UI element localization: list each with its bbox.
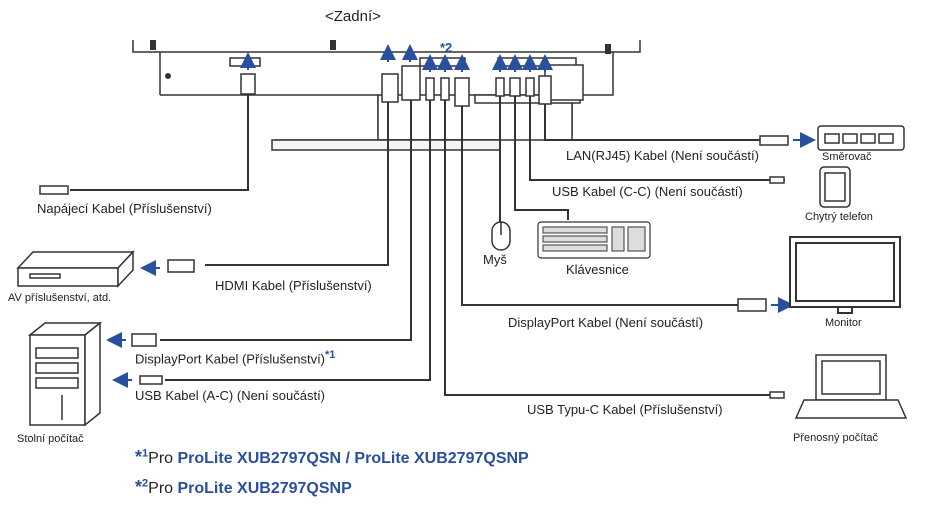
desktop-pc-icon bbox=[27, 321, 103, 427]
av-device-icon bbox=[16, 250, 135, 288]
footnote-1: *1Pro ProLite XUB2797QSN / ProLite XUB27… bbox=[135, 447, 529, 467]
usb-ac-cable-label: USB Kabel (A-C) (Není součástí) bbox=[135, 388, 326, 403]
marker-2: *2 bbox=[440, 40, 453, 55]
keyboard-icon bbox=[537, 221, 651, 259]
device-arrows bbox=[106, 132, 816, 388]
far-end-plugs bbox=[39, 135, 789, 399]
lan-cable-label: LAN(RJ45) Kabel (Není součástí) bbox=[566, 148, 759, 163]
keyboard-label: Klávesnice bbox=[566, 262, 629, 277]
usb-cc-cable-label: USB Kabel (C-C) (Není součástí) bbox=[552, 184, 743, 199]
vent-grille-icon bbox=[150, 40, 611, 54]
mouse-icon bbox=[491, 221, 511, 251]
usb-typec-cable-label: USB Typu-C Kabel (Příslušenství) bbox=[527, 402, 723, 417]
displayport-in-cable-label: DisplayPort Kabel (Příslušenství)*1 bbox=[135, 349, 336, 367]
notebook-label: Přenosný počítač bbox=[793, 432, 878, 444]
desktop-pc-label: Stolní počítač bbox=[17, 433, 84, 445]
external-monitor-icon bbox=[789, 236, 901, 314]
port-arrows bbox=[240, 44, 553, 72]
lock-slot-icon bbox=[165, 73, 171, 79]
smartphone-label: Chytrý telefon bbox=[805, 211, 873, 223]
rear-view-title: <Zadní> bbox=[325, 8, 381, 25]
mouse-label: Myš bbox=[483, 252, 507, 267]
power-cable-label: Napájecí Kabel (Příslušenství) bbox=[37, 201, 212, 216]
displayport-out-cable-label: DisplayPort Kabel (Není součástí) bbox=[508, 315, 704, 330]
router-icon bbox=[817, 125, 905, 151]
monitor-label: Monitor bbox=[825, 317, 862, 329]
av-device-label: AV příslušenství, atd. bbox=[8, 292, 112, 304]
notebook-icon bbox=[794, 354, 908, 419]
hdmi-cable-label: HDMI Kabel (Příslušenství) bbox=[215, 278, 372, 293]
router-label: Směrovač bbox=[822, 151, 872, 163]
smartphone-icon bbox=[819, 166, 851, 208]
footnote-2: *2Pro ProLite XUB2797QSNP bbox=[135, 477, 352, 497]
cables bbox=[70, 94, 785, 396]
